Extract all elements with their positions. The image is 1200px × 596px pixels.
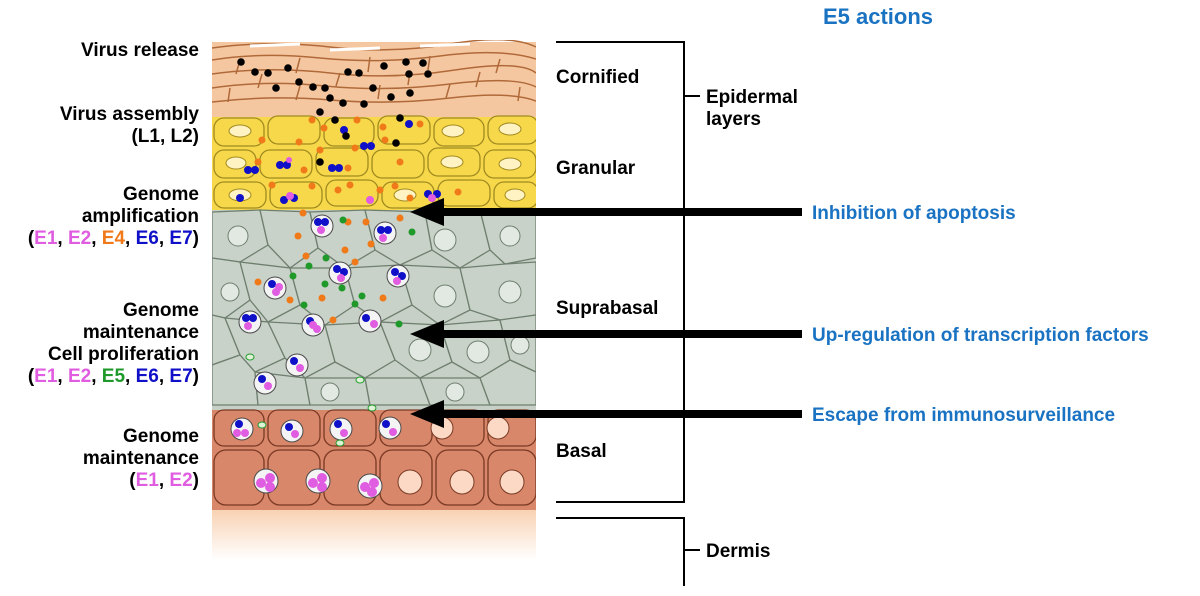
label-cell-proliferation: Cell proliferation [48, 344, 199, 365]
e5-granules [245, 353, 377, 447]
label-genome-amplification-line2: amplification [82, 206, 199, 227]
protein-e6: E6 [136, 228, 159, 249]
suprabasal-nuclei [220, 225, 530, 402]
protein-e2: E2 [68, 228, 91, 249]
protein-list-amplification: (E1, E2, E4, E6, E7) [28, 228, 199, 249]
protein-e2: E2 [68, 366, 91, 387]
diagram-title: E5 actions [823, 4, 933, 29]
protein-e7: E7 [169, 366, 192, 387]
cornified-flakes [212, 40, 536, 103]
protein-e6: E6 [136, 366, 159, 387]
action-label-upregulation: Up-regulation of transcription factors [812, 325, 1149, 346]
protein-e4: E4 [102, 228, 126, 249]
protein-list-proliferation: (E1, E2, E5, E6, E7) [28, 366, 199, 387]
group-labels: Epidermal layers Dermis [706, 87, 798, 562]
layer-label-suprabasal: Suprabasal [556, 298, 658, 319]
layer-label-granular: Granular [556, 158, 636, 179]
layer-label-cornified: Cornified [556, 67, 639, 88]
action-labels: Inhibition of apoptosis Up-regulation of… [812, 203, 1149, 426]
group-label-epidermal-line2: layers [706, 109, 761, 130]
protein-e5: E5 [102, 366, 126, 387]
arrow-immunosurveillance [410, 400, 802, 428]
label-virus-release: Virus release [81, 40, 199, 61]
protein-e1: E1 [34, 366, 58, 387]
infected-nuclei [230, 120, 441, 499]
label-genome-maintenance-proliferation-line2: maintenance [83, 322, 199, 343]
tissue-block [212, 40, 536, 560]
layer-labels: Cornified Granular Suprabasal Basal [556, 67, 658, 462]
label-genome-maintenance-line2: maintenance [83, 448, 199, 469]
action-label-immunosurveillance: Escape from immunosurveillance [812, 405, 1115, 426]
basal-nuclei [397, 416, 525, 495]
protein-e1: E1 [34, 228, 58, 249]
e5-protein-dots [289, 216, 416, 328]
protein-e1: E1 [136, 470, 160, 491]
label-virus-assembly: Virus assembly [60, 104, 200, 125]
layer-label-basal: Basal [556, 441, 607, 462]
protein-list-maintenance: (E1, E2) [129, 470, 199, 491]
e4-protein-dots [254, 116, 462, 324]
cornified-cracks [249, 42, 471, 52]
layer-brackets [556, 41, 700, 586]
cornified-layer-region [212, 42, 536, 117]
label-genome-maintenance-line1: Genome [123, 426, 199, 447]
action-arrows [410, 198, 802, 428]
group-label-dermis: Dermis [706, 541, 770, 562]
action-label-inhibition-apoptosis: Inhibition of apoptosis [812, 203, 1016, 224]
virion-particles [237, 58, 432, 166]
left-labels: Virus release Virus assembly (L1, L2) Ge… [28, 40, 200, 491]
group-label-epidermal-line1: Epidermal [706, 87, 798, 108]
label-virus-assembly-proteins: (L1, L2) [131, 126, 199, 147]
arrow-inhibition-apoptosis [410, 198, 802, 226]
label-genome-maintenance-proliferation-line1: Genome [123, 300, 199, 321]
protein-e2: E2 [169, 470, 192, 491]
protein-e7: E7 [169, 228, 192, 249]
arrow-upregulation [410, 320, 802, 348]
label-genome-amplification-line1: Genome [123, 184, 199, 205]
